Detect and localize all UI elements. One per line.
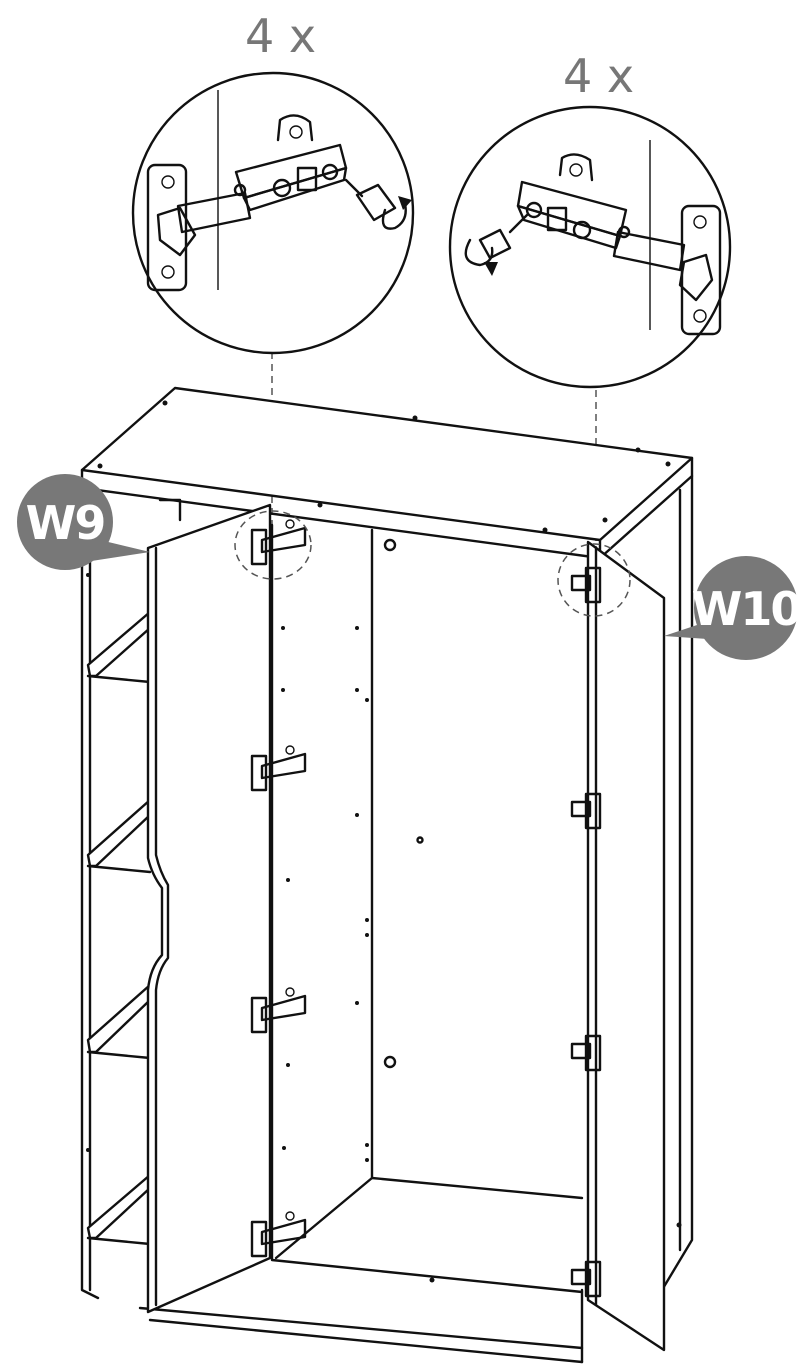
left-door [146,503,272,1314]
left-hinge-detail [131,71,415,355]
badge-w10: W10 [664,556,802,660]
right-door-hinges [570,566,602,1298]
shelves [86,610,152,1246]
left-door-hinges [250,519,307,1258]
right-door [586,540,666,1352]
badge-w9: W9 [17,474,150,570]
right-callout-quantity: 4 x [563,49,634,103]
badge-w10-label: W10 [692,582,801,636]
left-callout-quantity: 4 x [245,9,316,63]
wardrobe-carcass [80,386,694,1364]
left-hinge-highlight [234,510,312,580]
right-hinge-detail [448,105,732,389]
right-hinge-highlight [557,543,631,617]
badge-w9-label: W9 [26,496,105,550]
